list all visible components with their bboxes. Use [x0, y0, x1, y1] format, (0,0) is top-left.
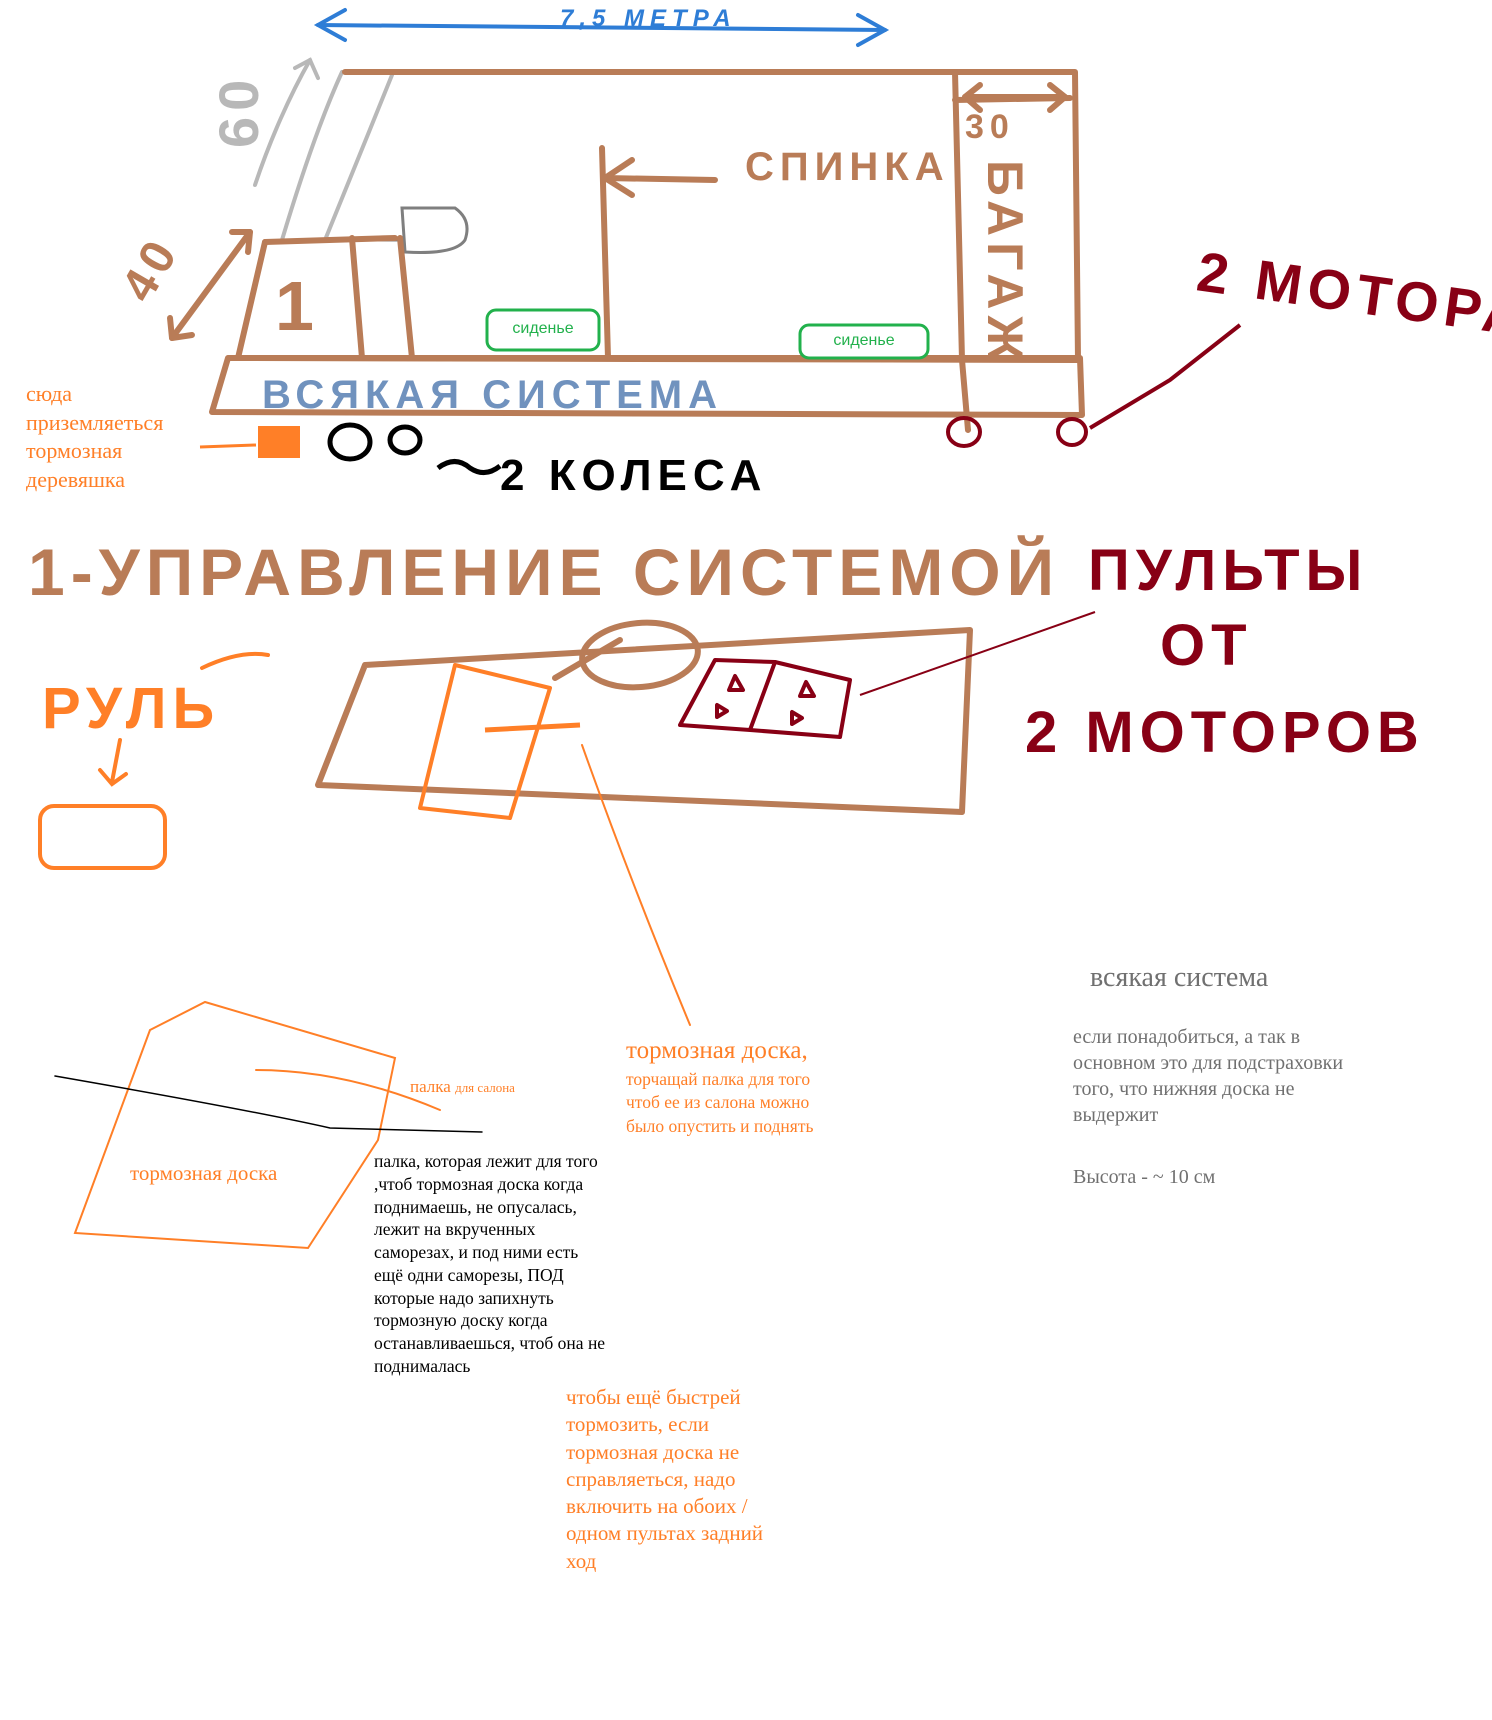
height-note: Высота - ~ 10 см	[1073, 1166, 1216, 1188]
trunk-width-label: 30	[965, 108, 1015, 146]
brake-plank-drawing	[418, 663, 581, 820]
steering-drawing	[38, 651, 691, 1026]
vehicle-frame	[167, 69, 1085, 433]
length-label: 7,5 МЕТРА	[560, 5, 737, 32]
brake-landing-line-2: приземляеться	[26, 409, 164, 435]
stick-description: палка, которая лежит для того ,чтоб торм…	[374, 1151, 606, 1376]
steering-label: РУЛЬ	[42, 676, 220, 741]
remotes-label-1: ПУЛЬТЫ	[1088, 538, 1368, 603]
brake-landing-note: сюда приземляеться тормозная деревяшка	[26, 380, 163, 494]
section-one-label: 1	[275, 267, 320, 345]
rear-wheels	[946, 323, 1242, 448]
seat-1-label: сиденье	[512, 320, 573, 337]
control-board	[315, 619, 973, 815]
width-left-label: 40	[112, 227, 191, 310]
width-top-label: 60	[207, 74, 270, 148]
brake-board-note-small: торчащай палка для того чтоб ее из салон…	[626, 1068, 814, 1137]
faster-brake-note: чтобы ещё быстрей тормозить, если тормоз…	[566, 1385, 764, 1573]
brake-board-sketch	[54, 1000, 483, 1250]
brake-board-note-big: тормозная доска,	[626, 1037, 808, 1064]
brake-board-label: тормозная доска	[130, 1161, 278, 1185]
seat-1-box	[485, 308, 601, 352]
motors-label: 2 МОТОРА	[1193, 239, 1492, 348]
wheels	[327, 422, 502, 475]
system-title: всякая система	[1090, 962, 1269, 993]
any-system-label: ВСЯКАЯ СИСТЕМА	[262, 373, 723, 417]
driver-head-shape	[362, 206, 469, 254]
stick-label-main: палка	[410, 1077, 451, 1096]
brake-landing-marker	[199, 426, 300, 458]
stick-label-small: для салона	[455, 1080, 515, 1095]
remotes-label-2: ОТ	[1160, 613, 1253, 678]
stick-label: палка для салона	[410, 1076, 515, 1098]
brake-landing-line-1: сюда	[26, 381, 73, 406]
brake-landing-line-4: деревяшка	[26, 466, 125, 492]
trunk-label: БАГАЖ	[977, 160, 1033, 367]
control-title: 1-УПРАВЛЕНИЕ СИСТЕМОЙ	[28, 534, 1060, 609]
remotes-drawing	[678, 611, 1096, 739]
brake-landing-line-3: тормозная	[26, 438, 123, 464]
backrest-label: СПИНКА	[745, 145, 950, 189]
wheels-label: 2 КОЛЕСА	[500, 451, 767, 500]
system-description: если понадобиться, а так в основном это …	[1073, 1026, 1344, 1126]
brake-board-note: тормозная доска, торчащай палка для того…	[626, 1035, 846, 1139]
seat-2-label: сиденье	[833, 332, 894, 349]
perspective-lines	[253, 57, 394, 242]
remotes-label-3: 2 МОТОРОВ	[1025, 700, 1425, 765]
seat-2-box	[798, 323, 930, 360]
length-arrow	[313, 8, 890, 47]
